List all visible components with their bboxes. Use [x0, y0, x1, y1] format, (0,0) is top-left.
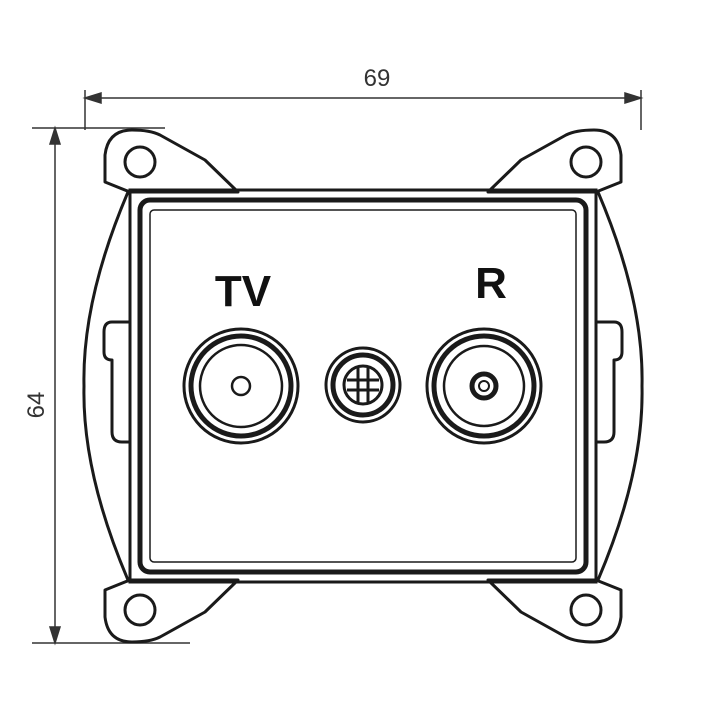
mounting-hole-bottom-left [123, 593, 157, 627]
height-dimension-label: 64 [23, 392, 50, 419]
width-dimension-label: 69 [364, 65, 391, 92]
tv-socket [182, 327, 300, 445]
cover-plate [128, 188, 598, 584]
mounting-hole-bottom-right [569, 593, 603, 627]
mounting-hole-top-left [123, 145, 157, 179]
radio-socket [425, 327, 543, 445]
radio-socket-label: R [475, 259, 507, 308]
mounting-frame [82, 128, 644, 644]
height-dimension [32, 125, 190, 646]
screw-icon [324, 346, 402, 424]
mounting-hole-top-right [569, 145, 603, 179]
tv-socket-label: TV [215, 267, 272, 316]
width-dimension [82, 90, 644, 130]
